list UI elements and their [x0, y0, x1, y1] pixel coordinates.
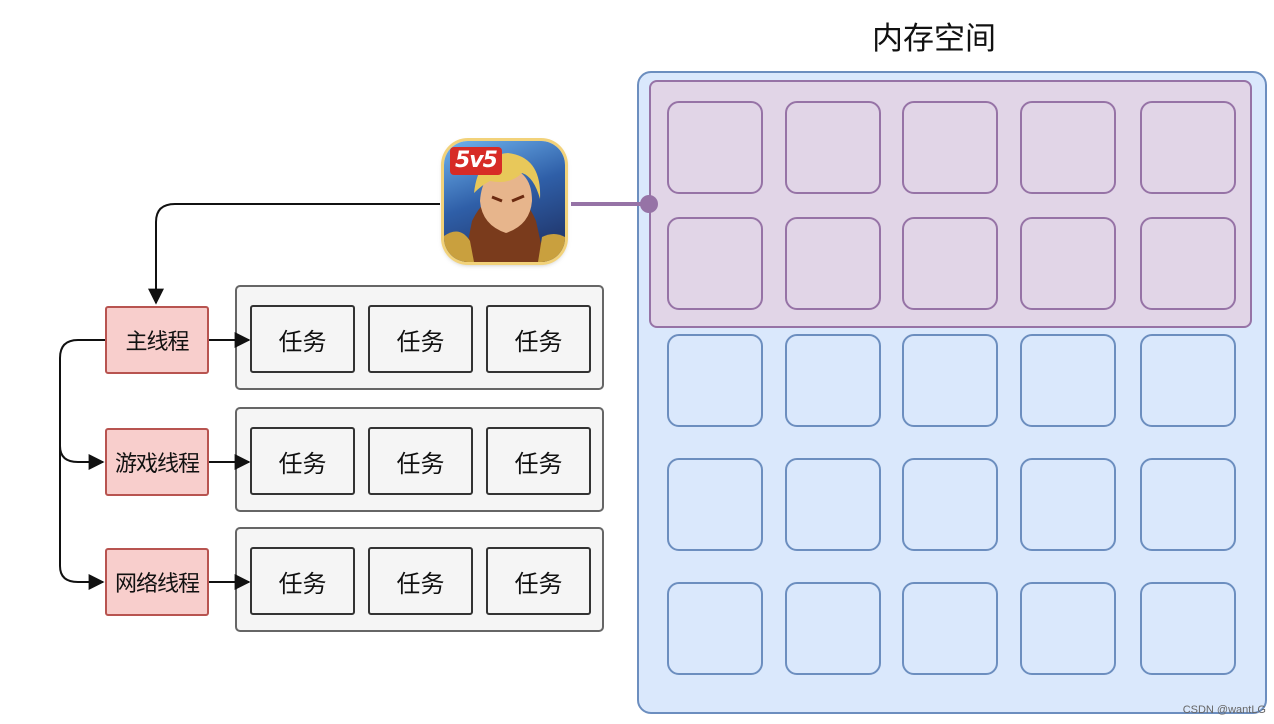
- memory-cell: [902, 582, 998, 675]
- task-box: 任务: [368, 305, 473, 373]
- thread-box: 网络线程: [105, 548, 209, 616]
- mode-badge: 5v5: [450, 147, 502, 175]
- allocated-memory-cell: [1140, 217, 1236, 310]
- memory-cell: [785, 582, 881, 675]
- task-box: 任务: [486, 547, 591, 615]
- thread-box: 游戏线程: [105, 428, 209, 496]
- memory-cell: [667, 582, 763, 675]
- task-box: 任务: [368, 427, 473, 495]
- memory-cell: [902, 458, 998, 551]
- memory-link-dot: [640, 195, 658, 213]
- main-to-game-thread-arrow: [59, 339, 105, 470]
- allocated-memory-cell: [1140, 101, 1236, 194]
- allocated-memory-cell: [902, 217, 998, 310]
- task-box: 任务: [250, 547, 355, 615]
- thread-box: 主线程: [105, 306, 209, 374]
- icon-to-main-thread-arrow: [148, 203, 440, 305]
- allocated-memory-cell: [667, 101, 763, 194]
- allocated-memory-cell: [667, 217, 763, 310]
- memory-cell: [1140, 458, 1236, 551]
- memory-cell: [1140, 582, 1236, 675]
- allocated-memory-cell: [785, 217, 881, 310]
- allocated-memory-cell: [785, 101, 881, 194]
- task-box: 任务: [250, 305, 355, 373]
- memory-cell: [902, 334, 998, 427]
- task-box: 任务: [250, 427, 355, 495]
- watermark: CSDN @wantLG: [1182, 704, 1266, 716]
- allocated-memory-cell: [1020, 217, 1116, 310]
- memory-cell: [1020, 458, 1116, 551]
- memory-cell: [1020, 582, 1116, 675]
- memory-cell: [785, 334, 881, 427]
- task-box: 任务: [368, 547, 473, 615]
- memory-cell: [667, 334, 763, 427]
- memory-cell: [785, 458, 881, 551]
- allocated-memory-cell: [902, 101, 998, 194]
- main-to-network-thread-arrow: [59, 446, 105, 590]
- allocated-memory-cell: [1020, 101, 1116, 194]
- memory-cell: [1020, 334, 1116, 427]
- task-box: 任务: [486, 427, 591, 495]
- memory-cell: [1140, 334, 1236, 427]
- memory-space-title: 内存空间: [872, 21, 996, 57]
- memory-cell: [667, 458, 763, 551]
- task-box: 任务: [486, 305, 591, 373]
